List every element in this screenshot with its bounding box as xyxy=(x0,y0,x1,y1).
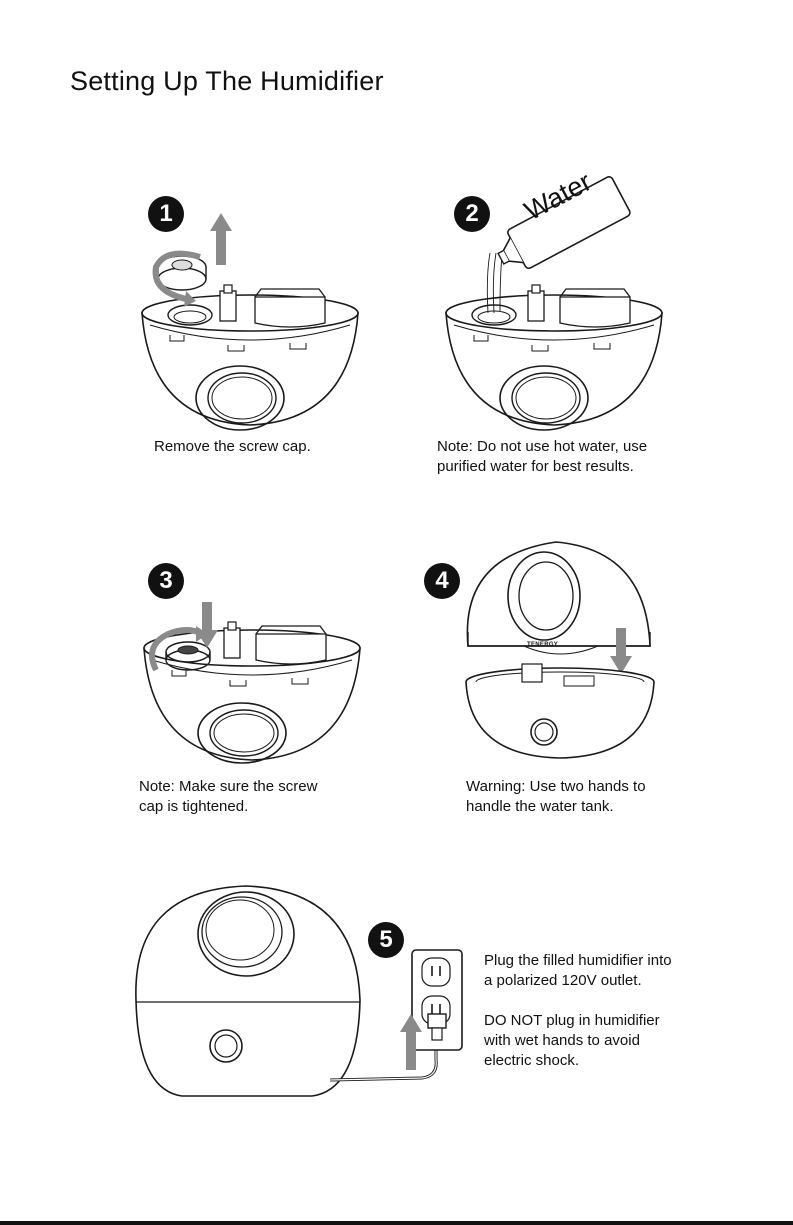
step-5-paragraph-1: Plug the filled humidifier into a polari… xyxy=(484,952,672,989)
step-5-illustration xyxy=(135,885,463,1097)
step-1-badge: 1 xyxy=(148,196,184,232)
step-2-badge: 2 xyxy=(454,196,490,232)
page-bottom-rule xyxy=(0,1221,793,1225)
step-1-caption: Remove the screw cap. xyxy=(154,438,311,455)
step-2-caption: Note: Do not use hot water, use purified… xyxy=(437,438,648,475)
brand-label: TENERGY xyxy=(527,642,559,648)
step-4-caption: Warning: Use two hands to handle the wat… xyxy=(466,778,646,815)
step-5-instructions: Plug the filled humidifier into a polari… xyxy=(484,951,724,1091)
step-3-illustration xyxy=(143,602,361,764)
step-2-illustration xyxy=(445,176,663,431)
step-4-badge: 4 xyxy=(424,563,460,599)
step-4-illustration xyxy=(465,541,655,759)
step-3-caption: Note: Make sure the screw cap is tighten… xyxy=(139,778,318,815)
step-5-badge: 5 xyxy=(368,922,404,958)
step-5-paragraph-2: DO NOT plug in humidifier with wet hands… xyxy=(484,1012,660,1069)
page-title: Setting Up The Humidifier xyxy=(70,66,384,96)
step-3-badge: 3 xyxy=(148,563,184,599)
step-1-illustration xyxy=(141,213,359,431)
